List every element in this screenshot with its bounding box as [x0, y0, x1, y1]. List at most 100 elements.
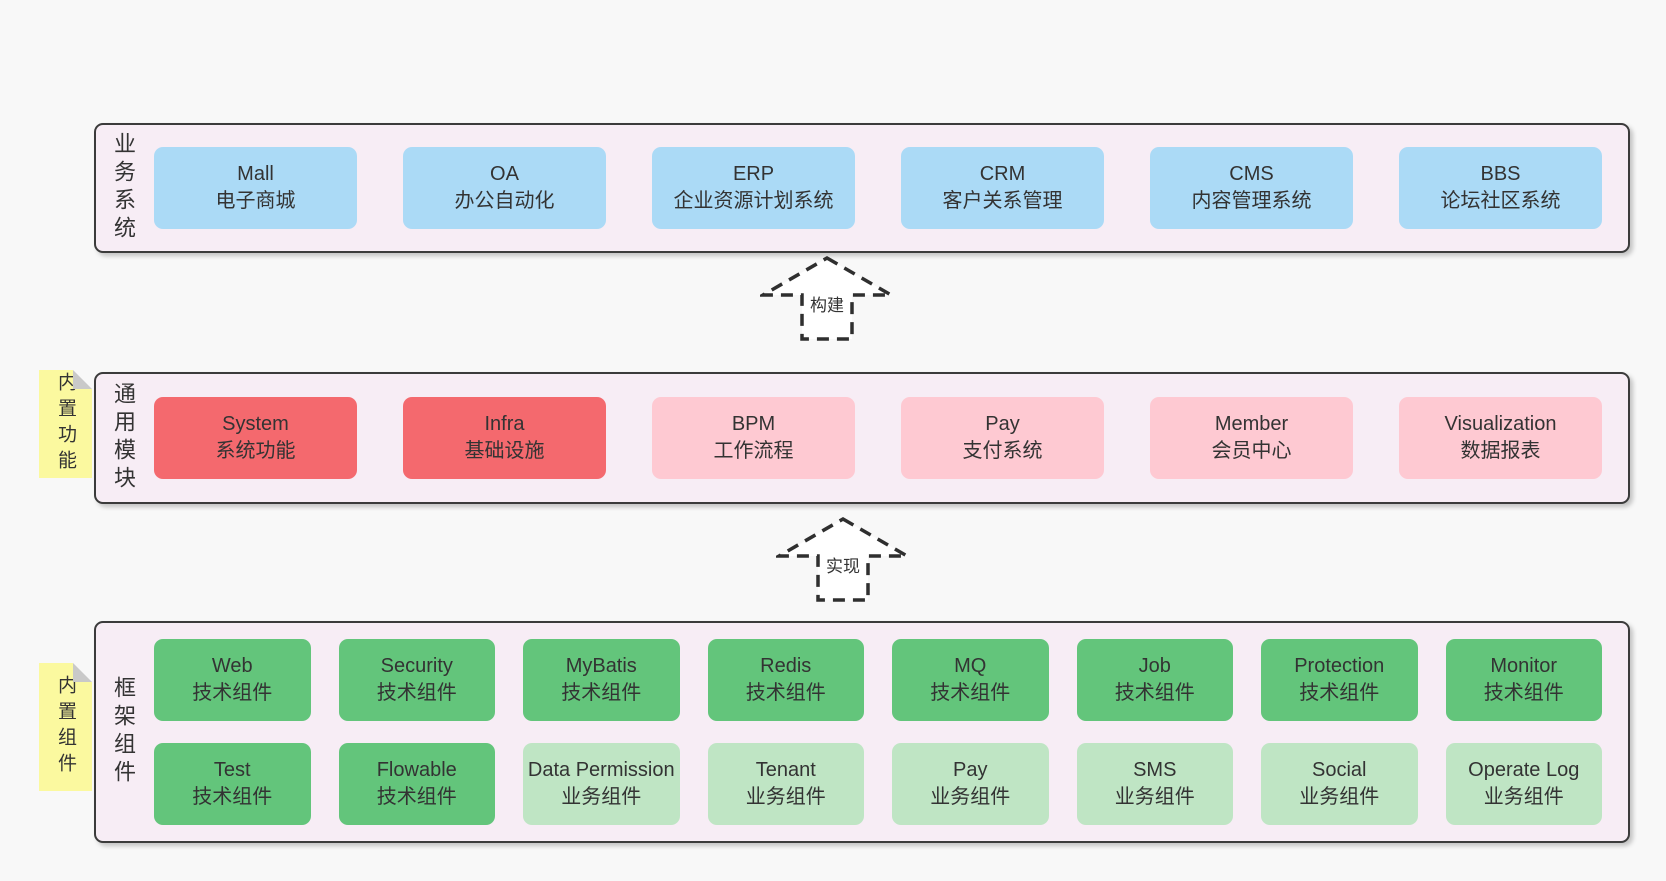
box-subtitle: 技术组件	[192, 786, 273, 808]
box-cms: CMS 内容管理系统	[1150, 147, 1353, 229]
box-subtitle: 技术组件	[376, 786, 457, 808]
implement-arrow: 实现	[776, 516, 910, 604]
box-pay-component: Pay 业务组件	[892, 743, 1049, 825]
box-subtitle: 办公自动化	[454, 190, 555, 212]
note-fold-corner	[73, 370, 92, 389]
box-title: OA	[490, 162, 519, 185]
box-subtitle: 电子商城	[215, 190, 296, 212]
box-title: Flowable	[376, 758, 457, 781]
box-title: Data Permission	[527, 758, 675, 781]
box-mall: Mall 电子商城	[154, 147, 357, 229]
box-subtitle: 会员中心	[1211, 440, 1292, 462]
box-crm: CRM 客户关系管理	[901, 147, 1104, 229]
box-flowable: Flowable 技术组件	[338, 743, 495, 825]
framework-row-1: Web 技术组件 Security 技术组件 MyBatis 技术组件 Redi…	[154, 639, 1602, 721]
band-framework-components-label: 框架组件	[111, 676, 136, 788]
box-data-permission: Data Permission 业务组件	[523, 743, 680, 825]
box-title: SMS	[1133, 758, 1177, 781]
box-subtitle: 客户关系管理	[942, 190, 1063, 212]
box-job: Job 技术组件	[1076, 639, 1233, 721]
box-oa: OA 办公自动化	[403, 147, 606, 229]
box-title: BBS	[1480, 162, 1521, 185]
box-title: Visualization	[1444, 412, 1557, 435]
box-title: Pay	[953, 758, 988, 781]
box-subtitle: 系统功能	[215, 440, 296, 462]
box-sms: SMS 业务组件	[1076, 743, 1233, 825]
box-member: Member 会员中心	[1150, 397, 1353, 479]
box-test: Test 技术组件	[154, 743, 311, 825]
box-subtitle: 论坛社区系统	[1440, 190, 1561, 212]
box-title: BPM	[731, 412, 776, 435]
box-system: System 系统功能	[154, 397, 357, 479]
band-common-modules: 通用模块 System 系统功能 Infra 基础设施 BPM 工作流程 Pay…	[94, 372, 1630, 504]
box-protection: Protection 技术组件	[1261, 639, 1418, 721]
box-subtitle: 业务组件	[1114, 786, 1195, 808]
band-framework-components-content: Web 技术组件 Security 技术组件 MyBatis 技术组件 Redi…	[150, 623, 1628, 841]
box-subtitle: 技术组件	[930, 682, 1011, 704]
band-framework-components: 框架组件 Web 技术组件 Security 技术组件 MyBatis 技术组件…	[94, 621, 1630, 843]
box-title: Monitor	[1490, 654, 1558, 677]
box-subtitle: 业务组件	[745, 786, 826, 808]
note-fold-corner	[73, 663, 92, 682]
build-arrow-label: 构建	[807, 291, 847, 316]
box-title: MQ	[954, 654, 987, 677]
box-subtitle: 数据报表	[1460, 440, 1541, 462]
box-title: Protection	[1294, 654, 1385, 677]
band-business-systems-label: 业务系统	[111, 132, 136, 244]
band-common-modules-label: 通用模块	[111, 382, 136, 494]
box-subtitle: 技术组件	[1483, 682, 1564, 704]
box-subtitle: 基础设施	[464, 440, 545, 462]
box-title: Member	[1214, 412, 1289, 435]
box-pay-module: Pay 支付系统	[901, 397, 1104, 479]
box-subtitle: 技术组件	[376, 682, 457, 704]
box-title: Redis	[760, 654, 812, 677]
box-monitor: Monitor 技术组件	[1445, 639, 1602, 721]
box-social: Social 业务组件	[1261, 743, 1418, 825]
box-title: Job	[1138, 654, 1171, 677]
box-title: Infra	[484, 412, 525, 435]
box-title: Operate Log	[1468, 758, 1580, 781]
box-subtitle: 业务组件	[1299, 786, 1380, 808]
box-bbs: BBS 论坛社区系统	[1399, 147, 1602, 229]
box-title: Mall	[237, 162, 274, 185]
box-title: MyBatis	[565, 654, 637, 677]
box-subtitle: 技术组件	[561, 682, 642, 704]
box-title: Pay	[985, 412, 1020, 435]
sticky-note-built-in-components: 内置组件	[39, 663, 92, 791]
box-operate-log: Operate Log 业务组件	[1445, 743, 1602, 825]
box-redis: Redis 技术组件	[707, 639, 864, 721]
band-common-modules-content: System 系统功能 Infra 基础设施 BPM 工作流程 Pay 支付系统…	[150, 374, 1628, 502]
framework-row-2: Test 技术组件 Flowable 技术组件 Data Permission …	[154, 743, 1602, 825]
box-mq: MQ 技术组件	[892, 639, 1049, 721]
box-subtitle: 工作流程	[713, 440, 794, 462]
box-title: CMS	[1229, 162, 1274, 185]
box-tenant: Tenant 业务组件	[707, 743, 864, 825]
box-bpm: BPM 工作流程	[652, 397, 855, 479]
box-title: System	[222, 412, 289, 435]
box-infra: Infra 基础设施	[403, 397, 606, 479]
box-title: Security	[380, 654, 453, 677]
box-title: CRM	[979, 162, 1026, 185]
box-subtitle: 企业资源计划系统	[673, 190, 834, 212]
box-title: Tenant	[755, 758, 816, 781]
box-subtitle: 技术组件	[192, 682, 273, 704]
box-subtitle: 业务组件	[561, 786, 642, 808]
box-subtitle: 技术组件	[1299, 682, 1380, 704]
band-business-systems: 业务系统 Mall 电子商城 OA 办公自动化 ERP 企业资源计划系统 CRM…	[94, 123, 1630, 253]
band-business-systems-content: Mall 电子商城 OA 办公自动化 ERP 企业资源计划系统 CRM 客户关系…	[150, 125, 1628, 251]
box-security: Security 技术组件	[338, 639, 495, 721]
box-title: ERP	[732, 162, 775, 185]
box-title: Test	[213, 758, 251, 781]
box-title: Social	[1312, 758, 1367, 781]
build-arrow: 构建	[760, 255, 894, 343]
box-subtitle: 内容管理系统	[1191, 190, 1312, 212]
box-mybatis: MyBatis 技术组件	[523, 639, 680, 721]
box-title: Web	[211, 654, 253, 677]
implement-arrow-label: 实现	[823, 552, 863, 577]
box-erp: ERP 企业资源计划系统	[652, 147, 855, 229]
box-subtitle: 技术组件	[745, 682, 826, 704]
box-web: Web 技术组件	[154, 639, 311, 721]
box-subtitle: 业务组件	[1483, 786, 1564, 808]
box-visualization: Visualization 数据报表	[1399, 397, 1602, 479]
box-subtitle: 技术组件	[1114, 682, 1195, 704]
